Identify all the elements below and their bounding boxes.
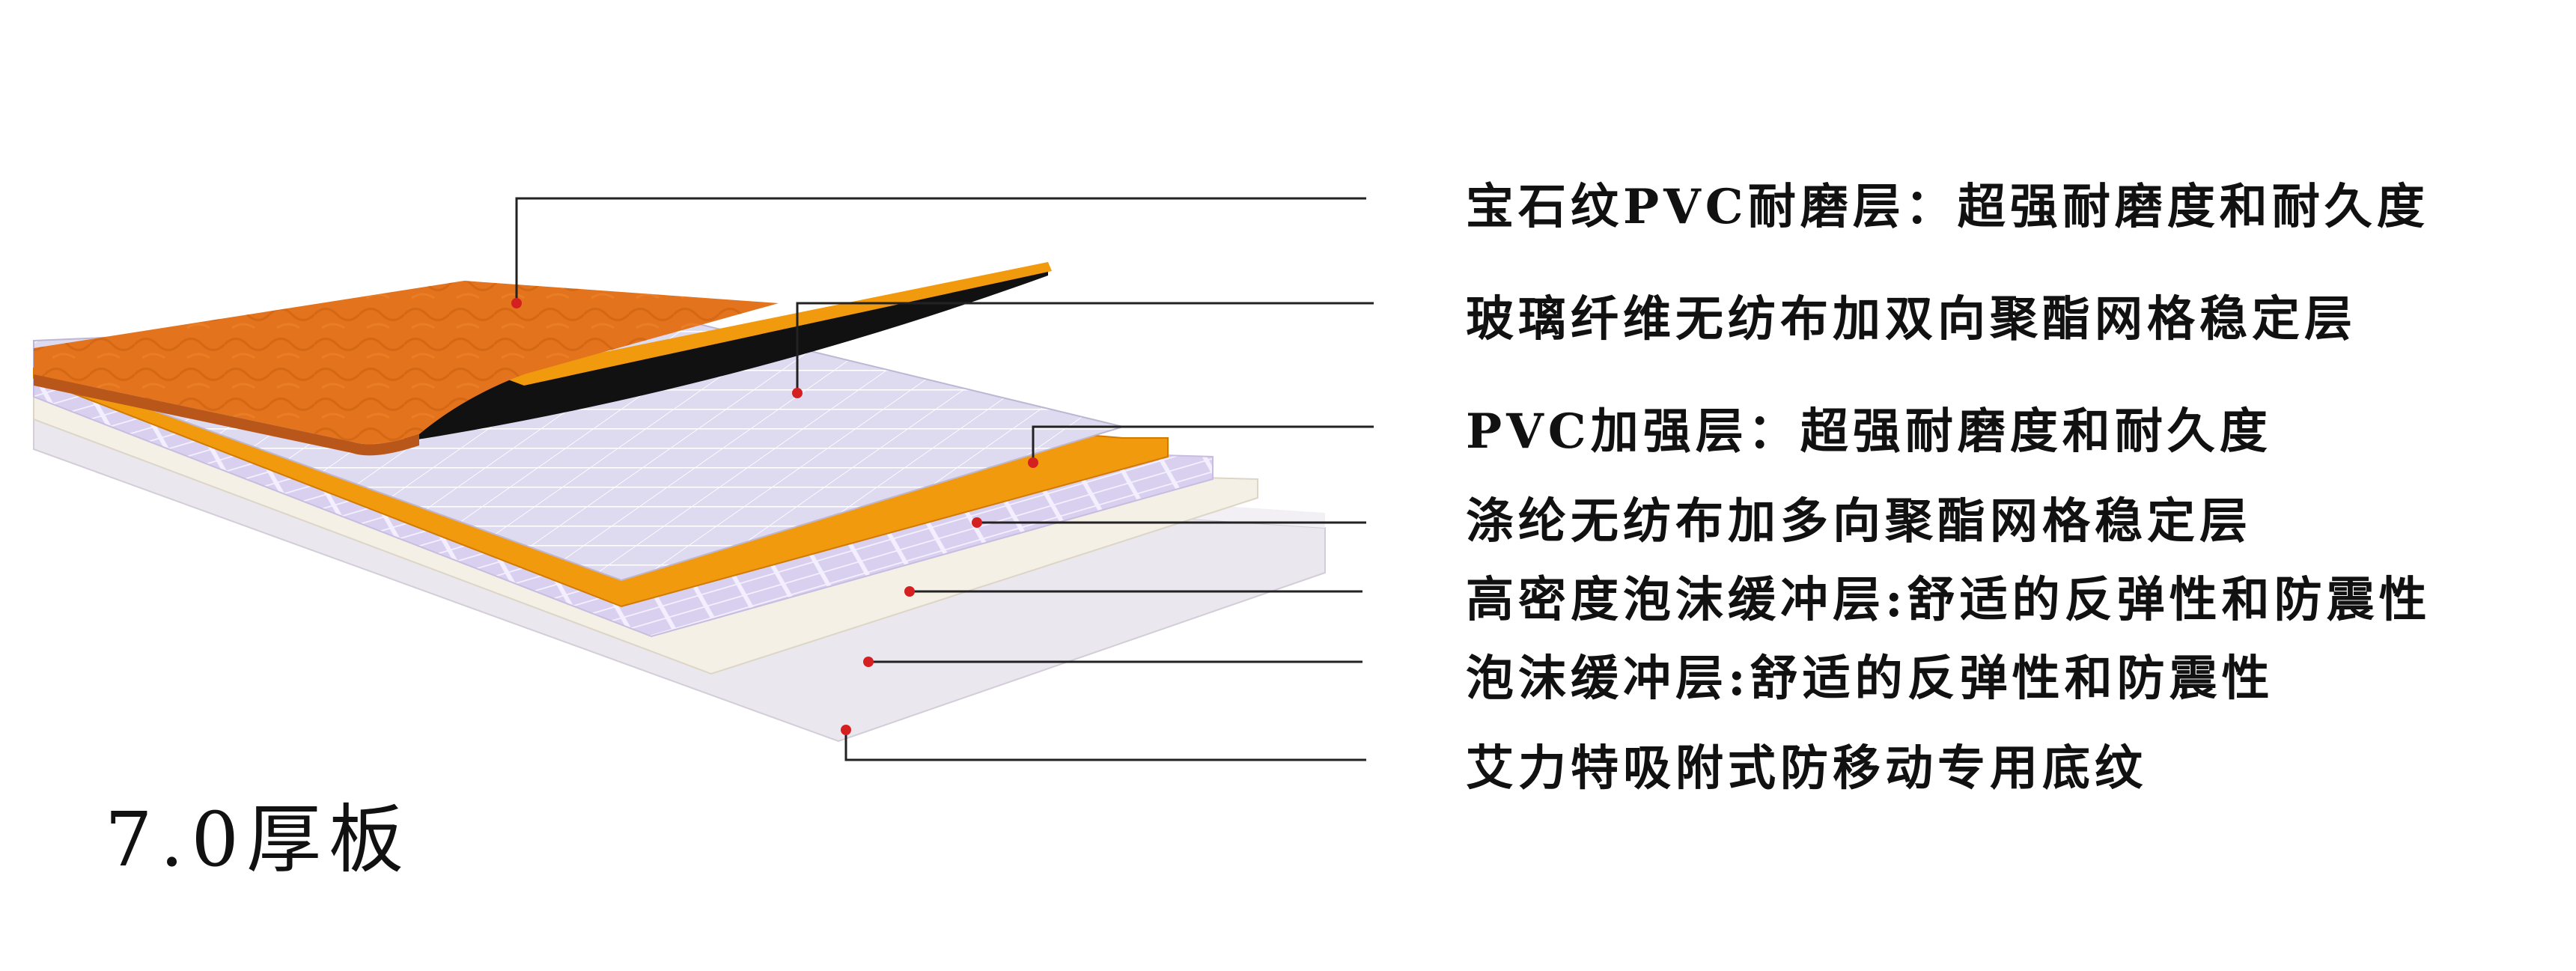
label-hdfoam-layer: 高密度泡沫缓冲层:舒适的反弹性和防震性 — [1466, 572, 2432, 628]
leader-wear — [515, 197, 1366, 303]
leader-glassfiber-dot — [792, 388, 803, 398]
leader-lines — [511, 197, 1374, 761]
leader-pvc — [1032, 425, 1374, 463]
layer-peel-orange-edge — [494, 262, 1052, 386]
leader-pvc-dot — [1028, 457, 1038, 468]
leader-glassfiber — [796, 302, 1374, 393]
wear-texture — [34, 281, 779, 445]
leader-base-dot — [841, 725, 851, 735]
layer-peel-black — [404, 266, 1048, 442]
label-base-layer: 艾力特吸附式防移动专用底纹 — [1466, 740, 2147, 797]
leader-hdfoam-dot — [904, 586, 915, 597]
label-foam-layer: 泡沫缓冲层:舒适的反弹性和防震性 — [1466, 651, 2274, 707]
wear-edge — [34, 374, 419, 456]
label-pvc-layer: PVC加强层：超强耐磨度和耐久度 — [1466, 404, 2272, 460]
label-glassfiber-layer: 玻璃纤维无纺布加双向聚酯网格稳定层 — [1466, 291, 2357, 347]
leader-polyester-dot — [972, 517, 982, 528]
leader-wear-dot — [511, 298, 522, 308]
label-wear-layer: 宝石纹PVC耐磨层：超强耐磨度和耐久度 — [1466, 179, 2429, 235]
label-polyester-layer: 涤纶无纺布加多向聚酯网格稳定层 — [1466, 493, 2252, 550]
leader-base — [844, 730, 1366, 761]
thickness-label: 7.0厚板 — [105, 796, 412, 883]
leader-foam-dot — [863, 657, 874, 667]
